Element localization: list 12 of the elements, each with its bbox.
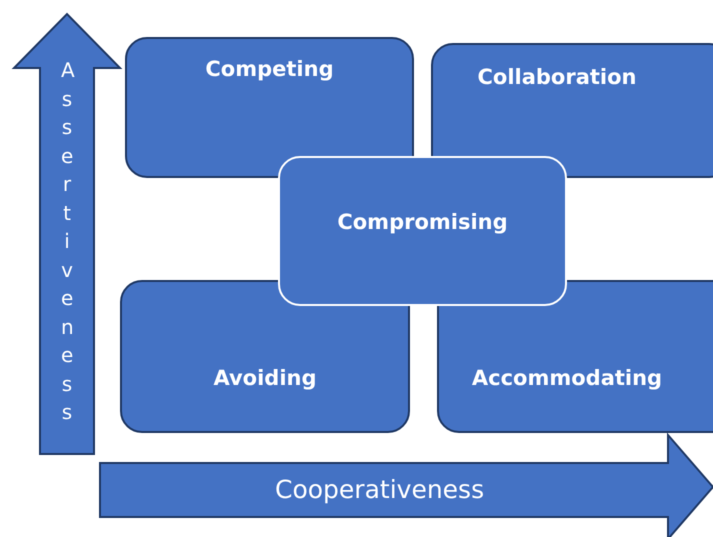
strategy-box bbox=[437, 280, 713, 433]
box-label: Competing bbox=[205, 57, 334, 81]
axis-label: Assertiveness bbox=[61, 57, 73, 426]
strategy-box bbox=[120, 280, 410, 433]
strategy-box bbox=[431, 43, 713, 178]
box-label: Avoiding bbox=[213, 366, 317, 390]
box-label: Collaboration bbox=[477, 65, 636, 89]
axis-label: Cooperativeness bbox=[275, 475, 484, 504]
box-label: Accommodating bbox=[472, 366, 662, 390]
strategy-box bbox=[278, 156, 567, 306]
strategy-box bbox=[125, 37, 414, 178]
box-label: Compromising bbox=[337, 210, 508, 234]
